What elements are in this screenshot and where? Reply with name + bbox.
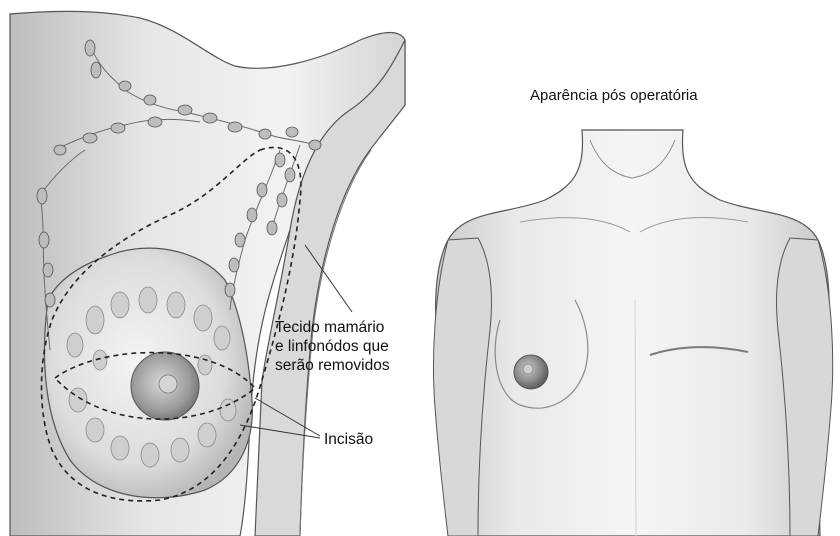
postop-nipple xyxy=(523,364,533,374)
tissue-label-line-1: Tecido mamário xyxy=(275,318,425,337)
right-postop-panel xyxy=(433,130,832,536)
tissue-label-line-3: serão removidos xyxy=(275,356,425,375)
postop-torso xyxy=(436,130,830,536)
incision-label-text: Incisão xyxy=(324,431,373,448)
tissue-label-line-2: e linfonódos que xyxy=(275,337,425,356)
tissue-removed-label: Tecido mamário e linfonódos que serão re… xyxy=(275,318,425,375)
nipple xyxy=(159,375,177,393)
left-anatomy-panel xyxy=(10,11,405,536)
postop-appearance-title: Aparência pós operatória xyxy=(530,86,770,105)
postop-appearance-text: Aparência pós operatória xyxy=(530,87,698,104)
incision-label: Incisão xyxy=(324,430,373,449)
